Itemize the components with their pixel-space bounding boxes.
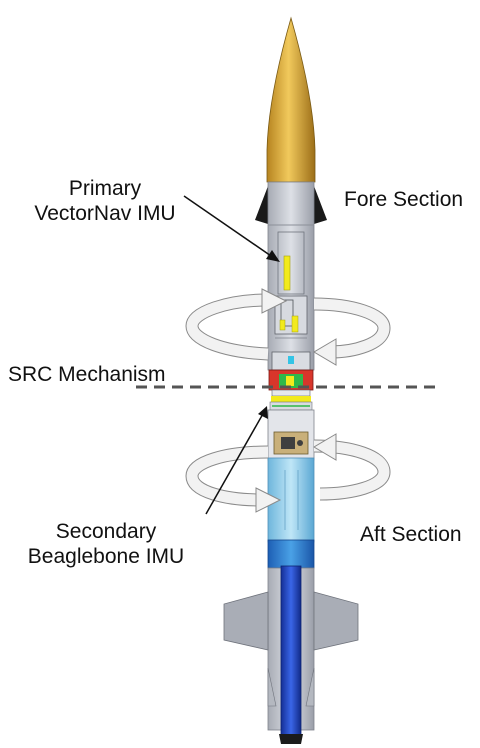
pointer-arrow-icon — [205, 406, 268, 515]
primary-imu-label: Primary VectorNav IMU — [20, 176, 190, 226]
primary-imu-label-line2: VectorNav IMU — [34, 202, 176, 225]
fore-fin-right — [314, 186, 327, 224]
fore-body-tube — [267, 181, 315, 371]
pointer-arrow-icon — [183, 195, 280, 262]
nose-cone — [266, 16, 316, 183]
aft-fin-left — [223, 591, 269, 651]
rotation-arrow-icon — [185, 433, 391, 513]
secondary-imu-label-line2: Beaglebone IMU — [27, 545, 185, 568]
aft-fin-right — [313, 591, 359, 651]
aft-section-label: Aft Section — [360, 523, 462, 546]
secondary-imu-label: Secondary Beaglebone IMU — [6, 519, 206, 569]
fore-fin-left — [255, 186, 268, 224]
src-mechanism-label: SRC Mechanism — [8, 363, 166, 386]
motor — [280, 565, 302, 739]
primary-imu-label-line1: Primary — [68, 177, 142, 200]
rotation-arrow-icon — [185, 288, 391, 366]
fore-section-label: Fore Section — [344, 188, 464, 211]
secondary-imu-label-line1: Secondary — [55, 520, 157, 543]
primary-imu-board — [283, 255, 291, 291]
